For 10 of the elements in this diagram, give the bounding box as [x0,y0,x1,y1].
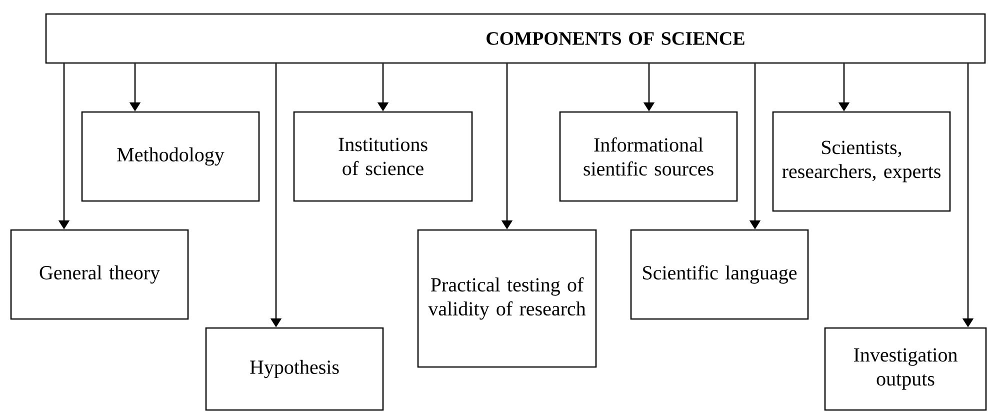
component-box: Investigation outputs [824,327,987,411]
component-box: Methodology [81,111,260,202]
component-box: Scientists, researchers, experts [772,111,951,212]
component-box: Institutions of science [293,111,473,202]
component-box: Practical testing of validity of research [417,229,597,368]
title-box: COMPONENTS OF SCIENCE [45,13,986,64]
component-box: Scientific language [630,229,809,320]
component-box: Informational sientific sources [559,111,738,202]
component-box: General theory [10,229,189,320]
component-box: Hypothesis [205,327,384,411]
